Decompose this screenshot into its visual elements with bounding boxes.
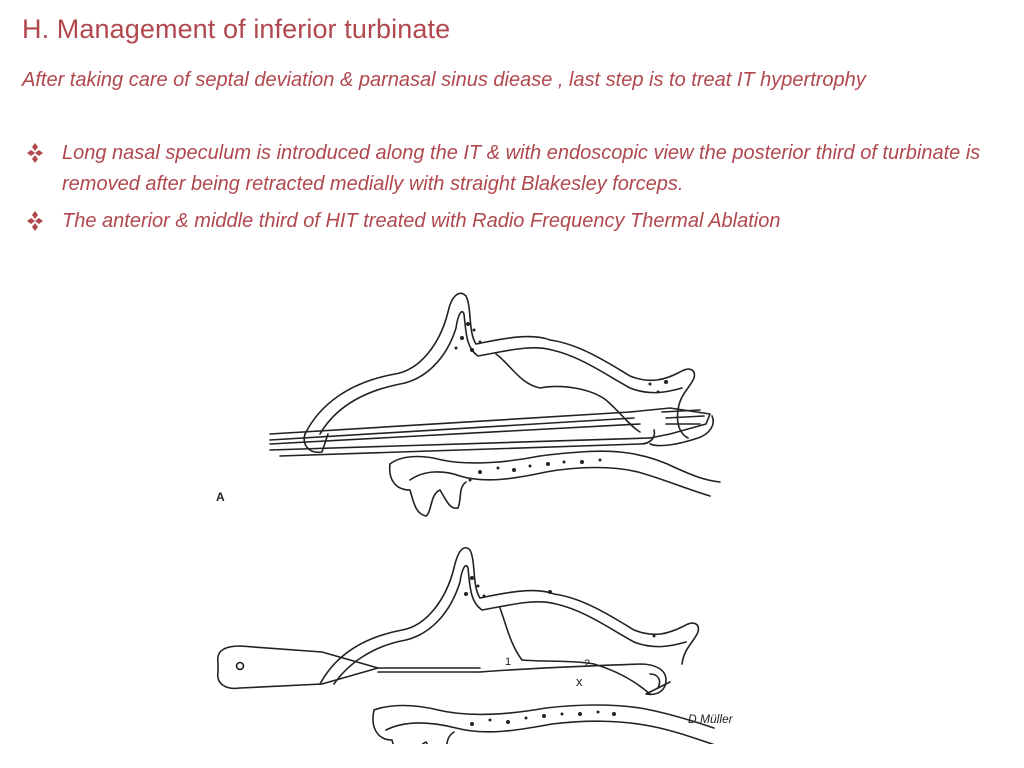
point-x-label: x <box>576 674 583 689</box>
point-1-label: 1 <box>505 656 512 668</box>
bullet-list: Long nasal speculum is introduced along … <box>22 138 1022 243</box>
panel-b-drawing <box>216 546 719 768</box>
slide-title: H. Management of inferior turbinate <box>22 14 451 44</box>
signature: D.Müller <box>688 712 733 726</box>
bullet-text: The anterior & middle third of HIT treat… <box>62 210 781 232</box>
surgical-illustration: A 1 x 2 D.Müller <box>210 284 770 768</box>
bullet-item: Long nasal speculum is introduced along … <box>22 138 1022 200</box>
bullet-item: The anterior & middle third of HIT treat… <box>22 206 1022 237</box>
intro-text: After taking care of septal deviation & … <box>22 69 866 91</box>
panel-a-label: A <box>216 490 225 504</box>
panel-a-drawing <box>269 292 721 517</box>
diamond-bullet-icon <box>22 138 50 169</box>
diamond-bullet-icon <box>22 206 50 237</box>
point-2-label: 2 <box>584 658 591 670</box>
bullet-text: Long nasal speculum is introduced along … <box>62 142 981 195</box>
